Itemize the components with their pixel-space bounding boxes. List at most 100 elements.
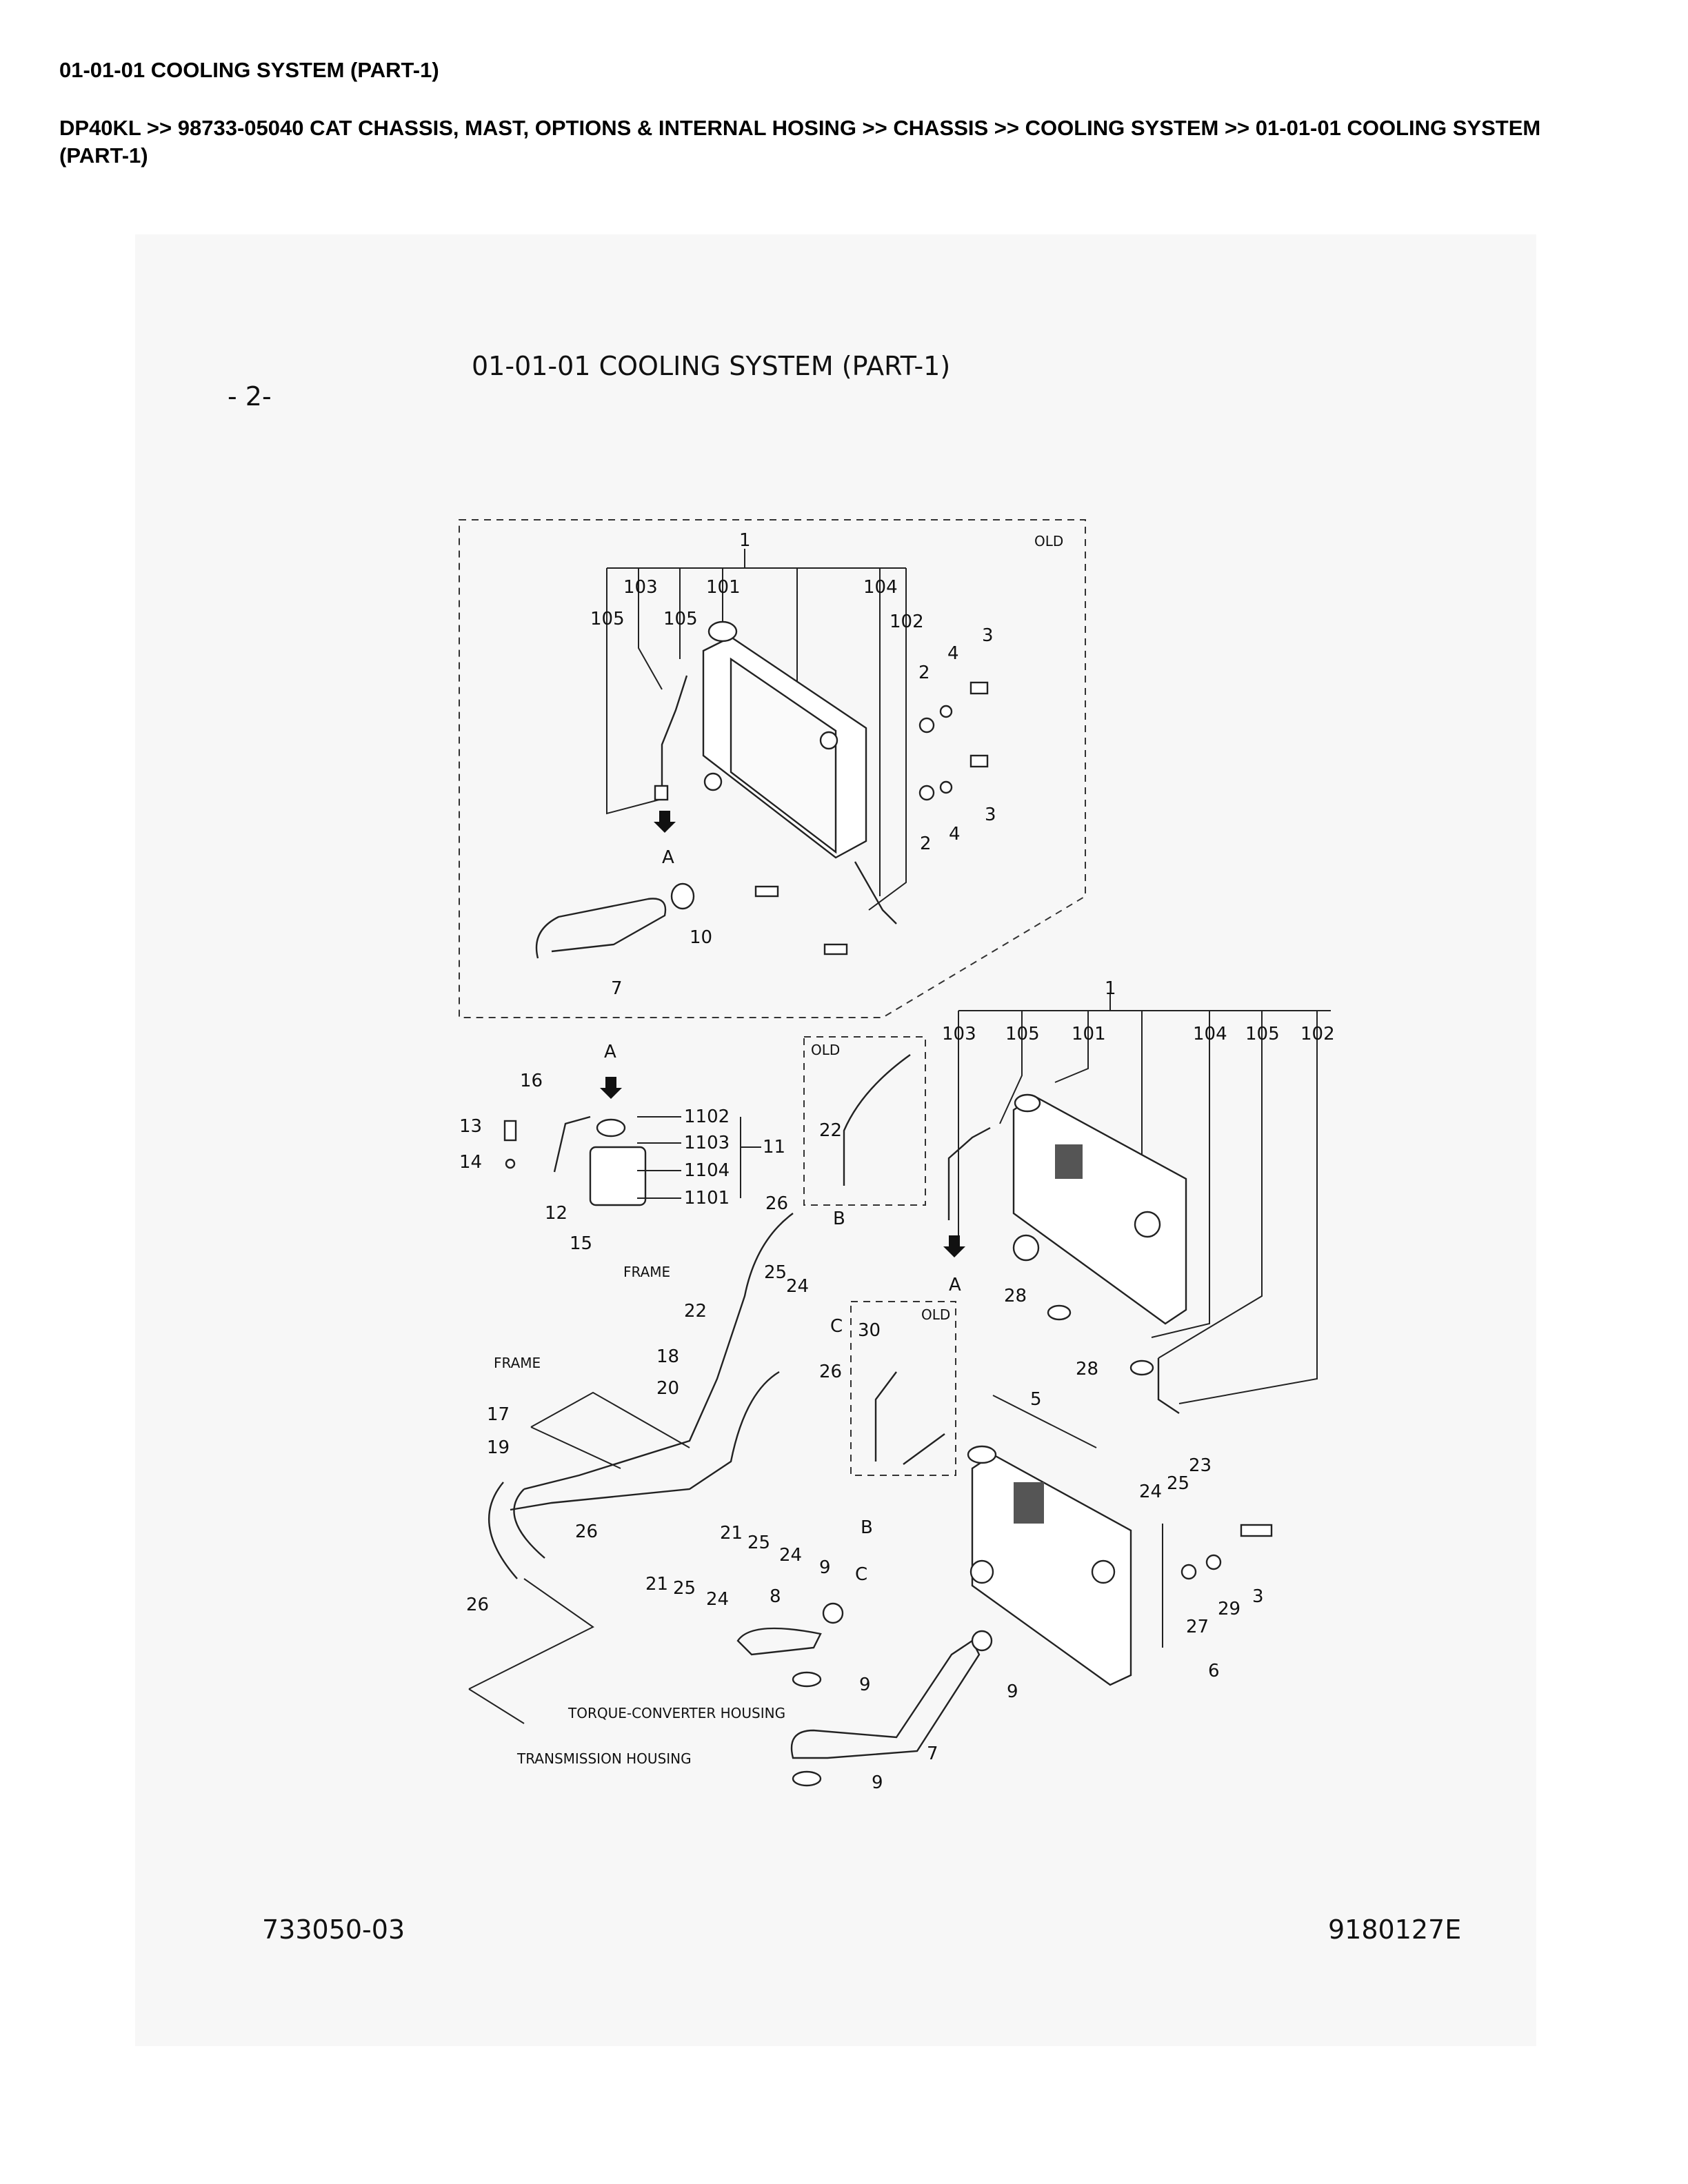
callout-25: 25 [747, 1533, 770, 1553]
callout-3: 3 [982, 625, 994, 646]
diagram-code: 9180127E [1328, 1914, 1461, 1945]
callout-4: 4 [947, 643, 959, 664]
callout-16: 16 [520, 1071, 543, 1091]
torque-converter-label: TORQUE-CONVERTER HOUSING [567, 1705, 785, 1721]
page-title: 01-01-01 COOLING SYSTEM (PART-1) [59, 58, 439, 82]
callout-105: 105 [590, 609, 625, 629]
radiator-lower [967, 1445, 1132, 1686]
callout-17: 17 [487, 1404, 510, 1425]
callout-19: 19 [487, 1437, 510, 1458]
callout-26: 26 [819, 1362, 842, 1382]
callout-102: 102 [1300, 1024, 1335, 1044]
callout-4: 4 [949, 824, 961, 845]
hose-17 [488, 1482, 518, 1579]
callout-A: A [604, 1042, 616, 1062]
arrow-a-icon [654, 811, 676, 833]
callout-21: 21 [645, 1574, 668, 1595]
callout-C: C [855, 1564, 867, 1585]
transmission-label: TRANSMISSION HOUSING [516, 1750, 692, 1767]
callout-9: 9 [872, 1772, 883, 1793]
callout-22: 22 [684, 1301, 707, 1322]
callout-24: 24 [1139, 1482, 1162, 1502]
callout-26: 26 [765, 1193, 788, 1214]
hose-8 [736, 1627, 822, 1656]
callout-18: 18 [656, 1346, 679, 1367]
diagram-title: 01-01-01 COOLING SYSTEM (PART-1) [472, 351, 950, 381]
clamp-10-old [670, 882, 695, 910]
callout-26: 26 [575, 1521, 598, 1542]
callout-105: 105 [663, 609, 698, 629]
callout-A: A [949, 1275, 961, 1295]
page-mark: - 2- [228, 381, 272, 412]
callout-14: 14 [459, 1152, 482, 1173]
radiator-old [702, 620, 867, 859]
hose-18 [523, 1213, 794, 1490]
callout-28: 28 [1004, 1286, 1027, 1306]
callout-7: 7 [611, 978, 623, 999]
callout-C: C [830, 1316, 843, 1337]
callout-13: 13 [459, 1116, 482, 1137]
callout-24: 24 [779, 1545, 802, 1566]
callout-B: B [833, 1209, 845, 1229]
callout-6: 6 [1208, 1661, 1220, 1681]
frame-label-2: FRAME [494, 1355, 541, 1371]
callout-1102: 1102 [684, 1106, 730, 1127]
callout-5: 5 [1030, 1389, 1042, 1410]
callout-3: 3 [1252, 1586, 1264, 1607]
callout-104: 104 [863, 577, 898, 598]
callout-1: 1 [739, 530, 751, 551]
callout-105: 105 [1005, 1024, 1040, 1044]
old-variant-box-2 [803, 1036, 926, 1206]
reserve-tank [553, 1115, 647, 1206]
callout-24: 24 [706, 1589, 729, 1610]
old-label-2: OLD [811, 1042, 840, 1058]
callout-101: 101 [706, 577, 741, 598]
callout-102: 102 [890, 611, 924, 632]
callout-10: 10 [690, 927, 712, 948]
callout-25: 25 [673, 1578, 696, 1599]
callout-25: 25 [1167, 1473, 1189, 1494]
callout-29: 29 [1218, 1599, 1240, 1619]
callout-21: 21 [720, 1523, 743, 1544]
callout-11: 11 [763, 1137, 785, 1157]
callout-1101: 1101 [684, 1188, 730, 1209]
callout-105: 105 [1245, 1024, 1280, 1044]
radiator-new [1012, 1093, 1187, 1325]
callout-9: 9 [859, 1675, 871, 1695]
callout-2: 2 [918, 663, 930, 683]
callout-103: 103 [623, 577, 658, 598]
callout-9: 9 [819, 1557, 831, 1578]
callout-20: 20 [656, 1378, 679, 1399]
hose-7-old [535, 898, 667, 959]
old-label: OLD [1034, 533, 1063, 549]
callout-25: 25 [764, 1262, 787, 1283]
callout-3: 3 [985, 805, 996, 825]
drawing-number: 733050-03 [262, 1914, 405, 1945]
callout-103: 103 [942, 1024, 976, 1044]
callout-B: B [861, 1517, 873, 1538]
callout-30: 30 [858, 1320, 881, 1341]
callout-26: 26 [466, 1595, 489, 1615]
callout-A: A [662, 847, 674, 868]
callout-1: 1 [1105, 978, 1116, 999]
diagram-panel [135, 234, 1536, 2046]
callout-1103: 1103 [684, 1133, 730, 1153]
callout-7: 7 [927, 1743, 938, 1764]
callout-22: 22 [819, 1120, 842, 1141]
old-label-3: OLD [921, 1306, 950, 1323]
old-variant-box-3 [850, 1301, 956, 1476]
callout-27: 27 [1186, 1617, 1209, 1637]
callout-101: 101 [1072, 1024, 1106, 1044]
frame-label-1: FRAME [623, 1264, 670, 1280]
callout-2: 2 [920, 833, 932, 854]
old-variant-box [459, 519, 1086, 1018]
callout-15: 15 [570, 1233, 592, 1254]
callout-28: 28 [1076, 1359, 1098, 1379]
callout-23: 23 [1189, 1455, 1212, 1476]
hose-7 [790, 1639, 981, 1759]
callout-8: 8 [770, 1586, 781, 1607]
callout-1104: 1104 [684, 1160, 730, 1181]
callout-12: 12 [545, 1203, 567, 1224]
breadcrumb: DP40KL >> 98733-05040 CAT CHASSIS, MAST,… [59, 116, 1541, 168]
